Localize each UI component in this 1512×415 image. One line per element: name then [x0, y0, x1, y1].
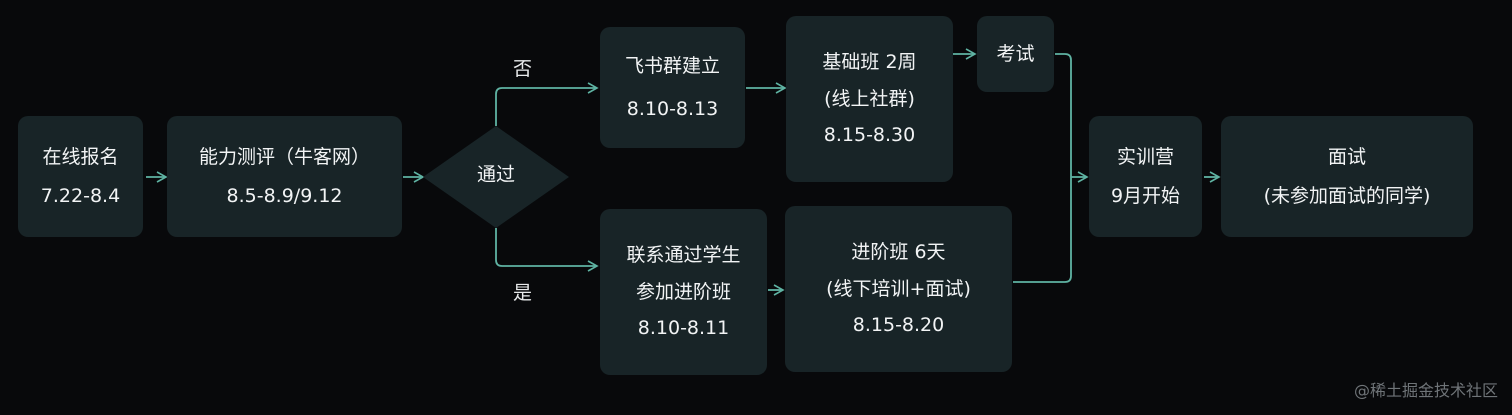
- node-signup: 在线报名 7.22-8.4: [18, 116, 143, 237]
- node-advanced-class: 进阶班 6天 (线下培训+面试) 8.15-8.20: [785, 206, 1012, 372]
- node-assessment: 能力测评（牛客网） 8.5-8.9/9.12: [167, 116, 402, 237]
- node-contact-date: 8.10-8.11: [637, 317, 730, 340]
- node-signup-date: 7.22-8.4: [40, 184, 121, 207]
- decision-diamond: [423, 126, 569, 228]
- node-contact-line1: 联系通过学生: [626, 243, 741, 266]
- node-feishu: 飞书群建立 8.10-8.13: [600, 27, 745, 148]
- node-interview-note: (未参加面试的同学): [1263, 184, 1431, 207]
- node-camp-title: 实训营: [1116, 145, 1174, 168]
- edge-decision-no-branch: [495, 82, 599, 126]
- node-camp: 实训营 9月开始: [1089, 116, 1202, 237]
- node-basic-mode: (线上社群): [824, 87, 915, 110]
- node-advanced-title: 进阶班 6天: [851, 240, 946, 263]
- node-basic-class: 基础班 2周 (线上社群) 8.15-8.30: [786, 16, 953, 182]
- watermark: @稀土掘金技术社区: [1353, 381, 1498, 400]
- node-contact: 联系通过学生 参加进阶班 8.10-8.11: [600, 209, 767, 375]
- node-interview-title: 面试: [1327, 145, 1366, 168]
- node-exam: 考试: [977, 16, 1054, 92]
- node-basic-date: 8.15-8.30: [823, 124, 916, 147]
- node-assessment-date: 8.5-8.9/9.12: [226, 184, 343, 207]
- node-assessment-title: 能力测评（牛客网）: [198, 145, 370, 168]
- edge-advanced-to-merge: [1013, 177, 1072, 283]
- edge-label-no: 否: [513, 58, 533, 80]
- decision-label: 通过: [476, 163, 516, 186]
- node-feishu-date: 8.10-8.13: [626, 97, 719, 120]
- node-signup-title: 在线报名: [42, 145, 119, 168]
- node-interview: 面试 (未参加面试的同学): [1221, 116, 1473, 237]
- node-camp-date: 9月开始: [1110, 184, 1181, 207]
- edge-decision-yes-branch: [495, 228, 599, 272]
- edge-exam-to-merge: [1055, 53, 1072, 177]
- node-advanced-mode: (线下培训+面试): [826, 277, 971, 300]
- node-advanced-date: 8.15-8.20: [852, 314, 945, 337]
- edge-label-yes: 是: [513, 282, 533, 304]
- node-exam-title: 考试: [996, 42, 1035, 65]
- node-feishu-title: 飞书群建立: [624, 54, 720, 77]
- node-contact-line2: 参加进阶班: [635, 280, 731, 303]
- node-basic-title: 基础班 2周: [822, 50, 917, 73]
